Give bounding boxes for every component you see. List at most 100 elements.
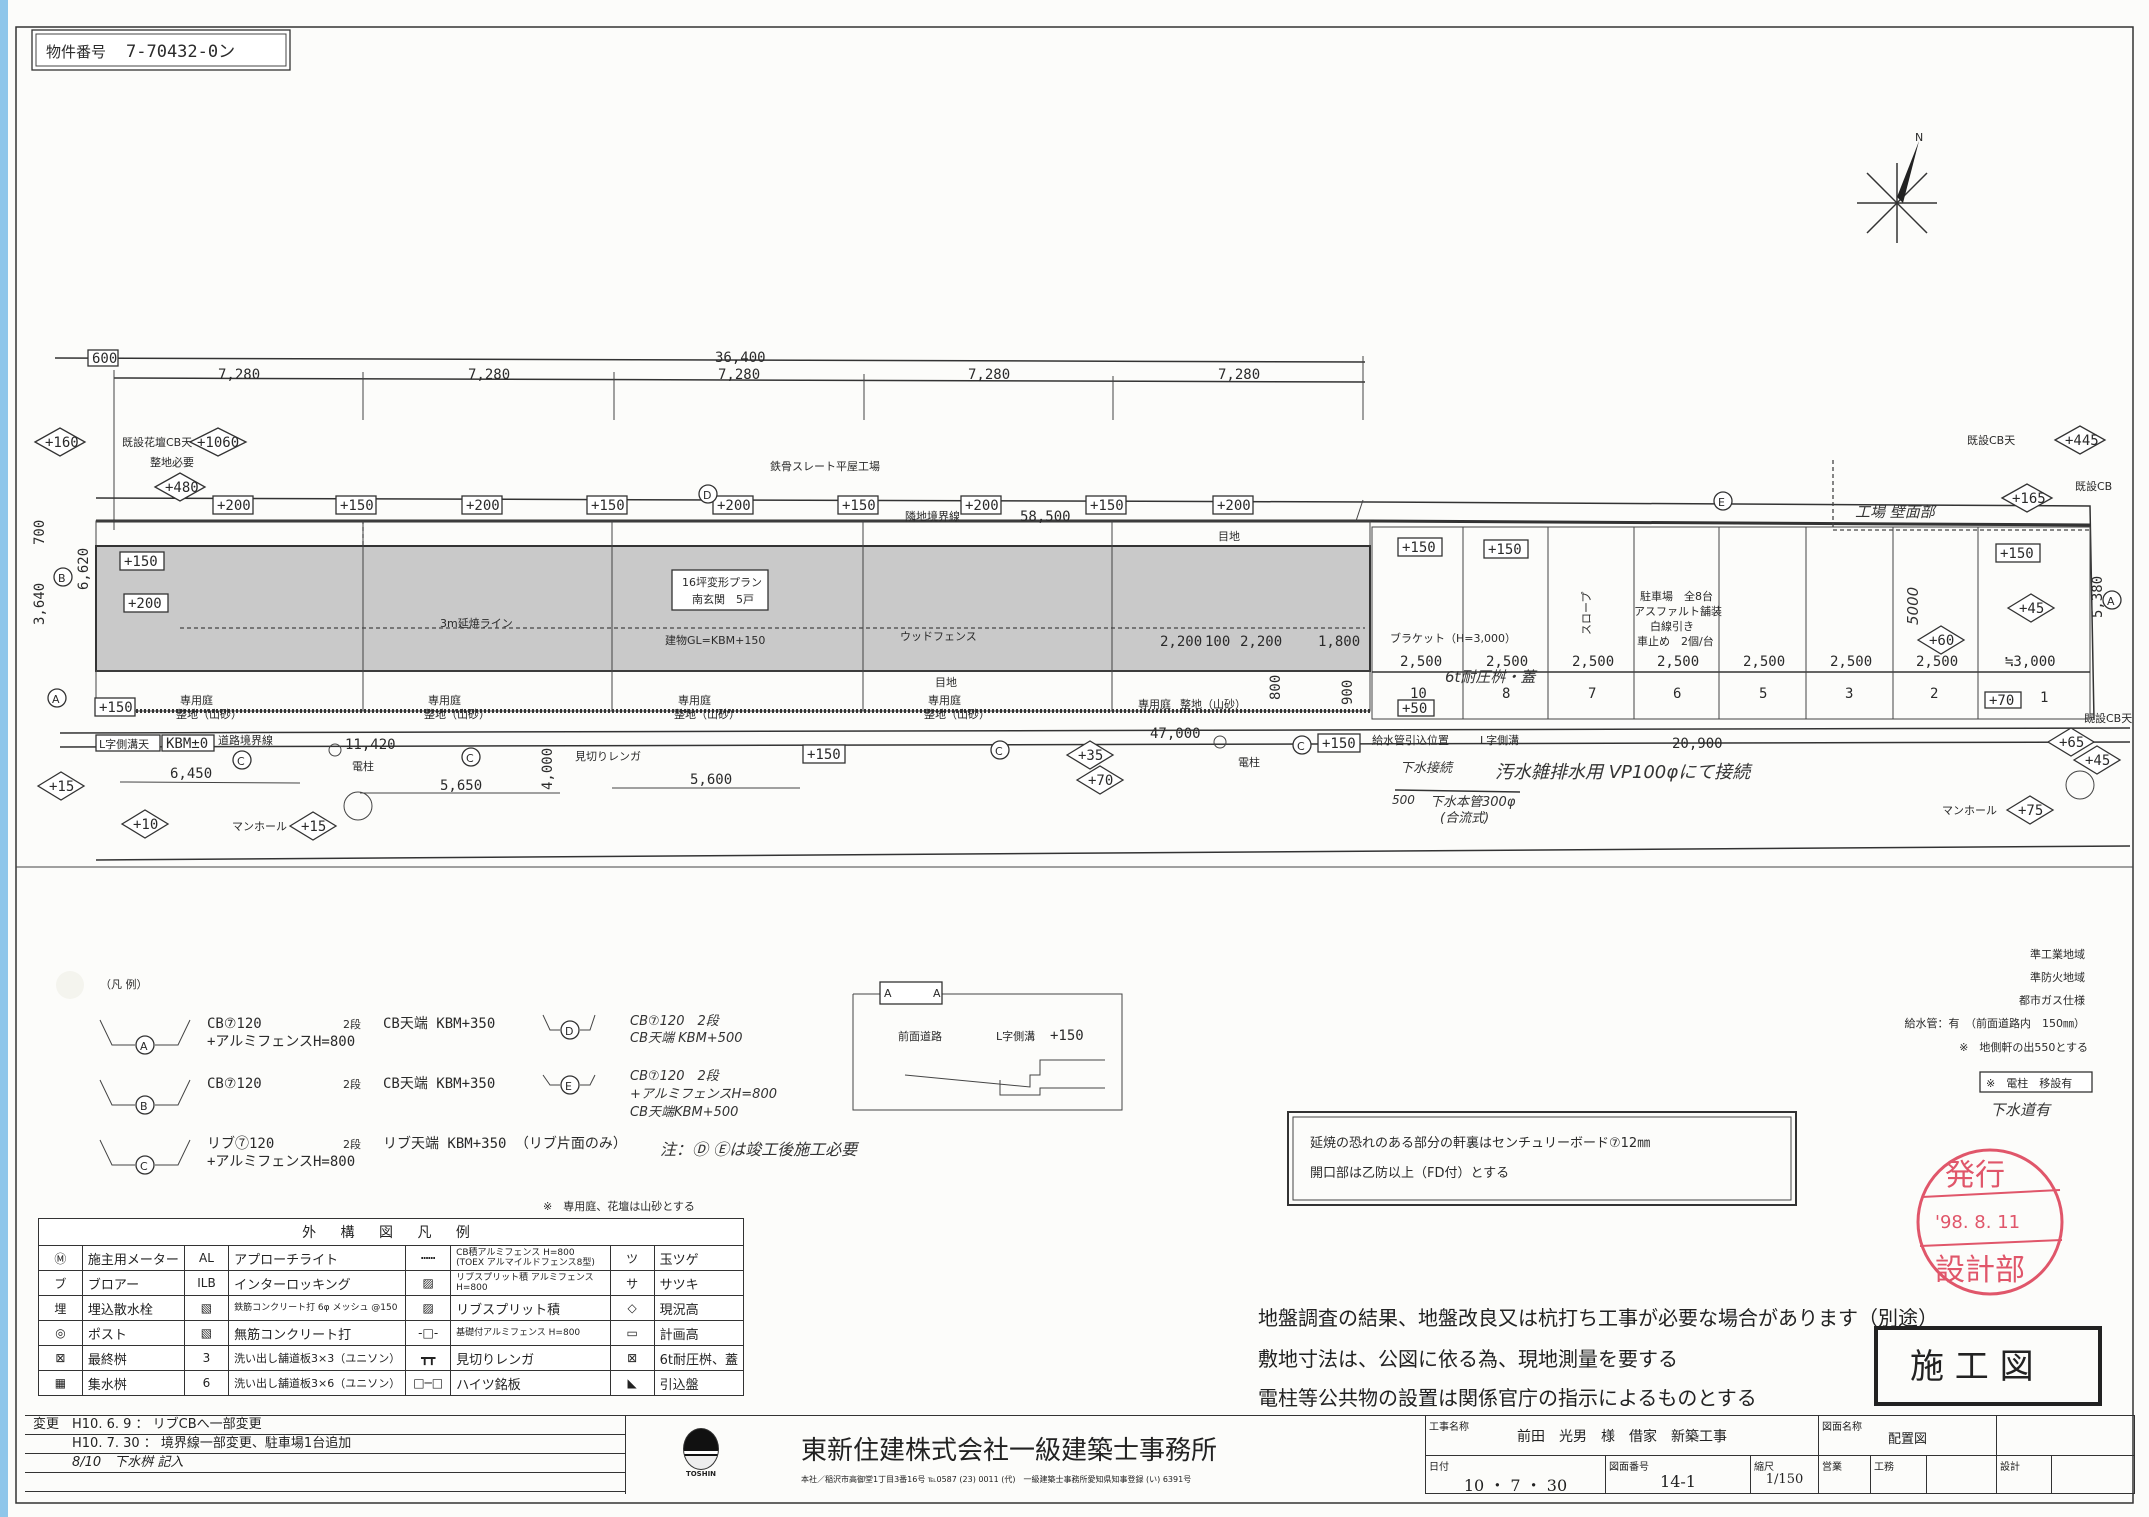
legend-symbol: Ⓜ <box>38 1245 83 1271</box>
svg-text:+10: +10 <box>133 817 158 833</box>
svg-text:+45: +45 <box>2019 601 2044 617</box>
scale-value: 1/150 <box>1765 1472 1804 1487</box>
manhole-label: マンホール <box>1942 804 1997 817</box>
svg-text:+1060: +1060 <box>197 435 239 451</box>
existing-cb-top: 既設CB天 <box>1967 433 2015 447</box>
exterior-legend-title: 外 構 図 凡 例 <box>38 1218 744 1246</box>
sheet-frame <box>15 26 2134 1504</box>
legend-symbol: ┳┳ <box>405 1345 452 1371</box>
svg-text:L字側溝: L字側溝 <box>996 1029 1035 1043</box>
legend-label: 引込盤 <box>653 1370 745 1396</box>
utility-pole-icon <box>328 743 342 757</box>
svg-text:6: 6 <box>1673 686 1681 702</box>
company-name: 東新住建株式会社一級建築士事務所 <box>801 1436 1218 1466</box>
svg-text:D: D <box>703 489 711 502</box>
parking-level: +150 <box>2000 546 2034 562</box>
bracket-label: ブラケット（H=3,000） <box>1390 631 1516 645</box>
legend-symbol: サ <box>609 1270 655 1296</box>
joint-label: 目地 <box>935 676 957 689</box>
garden-label: 専用庭 <box>928 693 961 707</box>
hw-sewer-note: 汚水雑排水用 VP100φにて接続 <box>1495 762 1753 783</box>
manhole-icon <box>343 791 373 821</box>
company-address: 本社／稲沢市高御堂1丁目3番16号 ℡0587 (23) 0011 (代) 一級… <box>801 1475 1192 1484</box>
neighbor-building: 鉄骨スレート平屋工場 <box>770 459 880 473</box>
dim-unit: 7,280 <box>468 367 510 383</box>
svg-text:2,500: 2,500 <box>1657 654 1699 670</box>
dim-5650: 5,650 <box>440 778 482 794</box>
neighbor-boundary: 隣地境界線 <box>905 509 960 523</box>
svg-text:C: C <box>140 1160 148 1173</box>
revision-row <box>25 1473 625 1492</box>
drawing-number-label: 図面番号 <box>1609 1462 1649 1473</box>
legend-label: 玉ツゲ <box>653 1245 745 1271</box>
svg-text:2段: 2段 <box>343 1017 361 1031</box>
legend-symbol: -□- <box>405 1320 452 1346</box>
svg-text:8: 8 <box>1502 686 1510 702</box>
parking-note: 車止め 2個/台 <box>1637 634 1714 648</box>
planned-level-boxes: +200 +150 +200 +150 +200 +150 +200 +150 … <box>212 495 1254 515</box>
svg-text:A: A <box>933 987 941 1000</box>
svg-text:CB天端 KBM+500: CB天端 KBM+500 <box>630 1031 743 1046</box>
svg-text:+150: +150 <box>842 498 876 514</box>
legend-label: ブロアー <box>81 1270 185 1296</box>
legend-label: 集水桝 <box>81 1370 185 1396</box>
svg-text:2,500: 2,500 <box>1400 654 1442 670</box>
sales-label: 営業 <box>1822 1462 1842 1473</box>
legend-label: 無筋コンクリート打 <box>228 1320 407 1346</box>
fire-line: 3m延焼ライン <box>440 617 513 630</box>
svg-text:+150: +150 <box>1090 498 1124 514</box>
garden-fill: 整地（山砂） <box>924 707 990 721</box>
svg-text:CB⑦120: CB⑦120 <box>207 1076 262 1092</box>
garden-label: 専用庭 <box>678 693 711 707</box>
pole-note: ※ 電柱 移設有 <box>1986 1076 2072 1090</box>
trim-brick: 見切りレンガ <box>575 750 641 763</box>
svg-text:CB天端 KBM+350: CB天端 KBM+350 <box>383 1016 495 1032</box>
hw-sewer-connection: 下水接続 <box>1400 761 1454 776</box>
zoning-item: ※ 地側軒の出550とする <box>1959 1040 2088 1054</box>
legend-row: ◎ポスト ▧無筋コンクリート打 -□-基礎付アルミフェンス H=800 ▭計画高 <box>38 1320 745 1346</box>
parking-area <box>1371 526 2091 720</box>
svg-text:+アルミフェンスH=800: +アルミフェンスH=800 <box>207 1034 355 1050</box>
dim-total: 36,400 <box>715 350 766 366</box>
hw-combined: (合流式) <box>1440 811 1489 826</box>
dim-inner: 2,200 <box>1160 634 1202 650</box>
svg-text:+65: +65 <box>2059 735 2084 751</box>
company-logo: TOSHIN <box>681 1428 721 1478</box>
svg-text:B: B <box>140 1100 148 1113</box>
building-gl: 建物GL=KBM+150 <box>665 633 765 647</box>
drawing-type: 施 工 図 <box>1910 1347 2034 1387</box>
legend-symbol: ブ <box>38 1270 83 1296</box>
svg-text:≒3,000: ≒3,000 <box>2005 654 2056 670</box>
svg-text:2,500: 2,500 <box>1830 654 1872 670</box>
legend-label: インターロッキング <box>228 1270 407 1296</box>
svg-text:+160: +160 <box>45 435 79 451</box>
dim-6620: 6,620 <box>76 548 92 590</box>
garden-label: 専用庭 <box>428 693 461 707</box>
svg-text:発行: 発行 <box>1945 1158 2005 1193</box>
dim-unit: 7,280 <box>968 367 1010 383</box>
dim-5380: 5,380 <box>2090 576 2106 618</box>
l-gutter-top: L字側溝天 <box>99 737 149 751</box>
legend-label: アプローチライト <box>228 1245 407 1271</box>
punch-hole <box>56 971 84 999</box>
svg-text:+200: +200 <box>965 498 999 514</box>
legend-symbol: 6 <box>183 1370 230 1396</box>
svg-text:+445: +445 <box>2065 433 2099 449</box>
plan-info-line2: 南玄関 5戸 <box>692 592 754 606</box>
general-note: 電柱等公共物の設置は関係官庁の指示によるものとする <box>1258 1386 1757 1410</box>
dim-5000: 5000 <box>1904 587 1922 625</box>
legend-label: 埋込散水栓 <box>81 1295 185 1321</box>
legend-label: サツキ <box>653 1270 745 1296</box>
plan-info-line1: 16坪変形プラン <box>682 575 762 589</box>
existing-cb: 既設CB <box>2075 479 2112 493</box>
legend-label: 施主用メーター <box>81 1245 185 1271</box>
svg-text:2,500: 2,500 <box>1743 654 1785 670</box>
garden-label: 専用庭 <box>1138 697 1171 711</box>
parking-box-50: +50 <box>1402 701 1427 717</box>
svg-text:CB⑦120: CB⑦120 <box>207 1016 262 1032</box>
svg-text:+15: +15 <box>301 819 326 835</box>
